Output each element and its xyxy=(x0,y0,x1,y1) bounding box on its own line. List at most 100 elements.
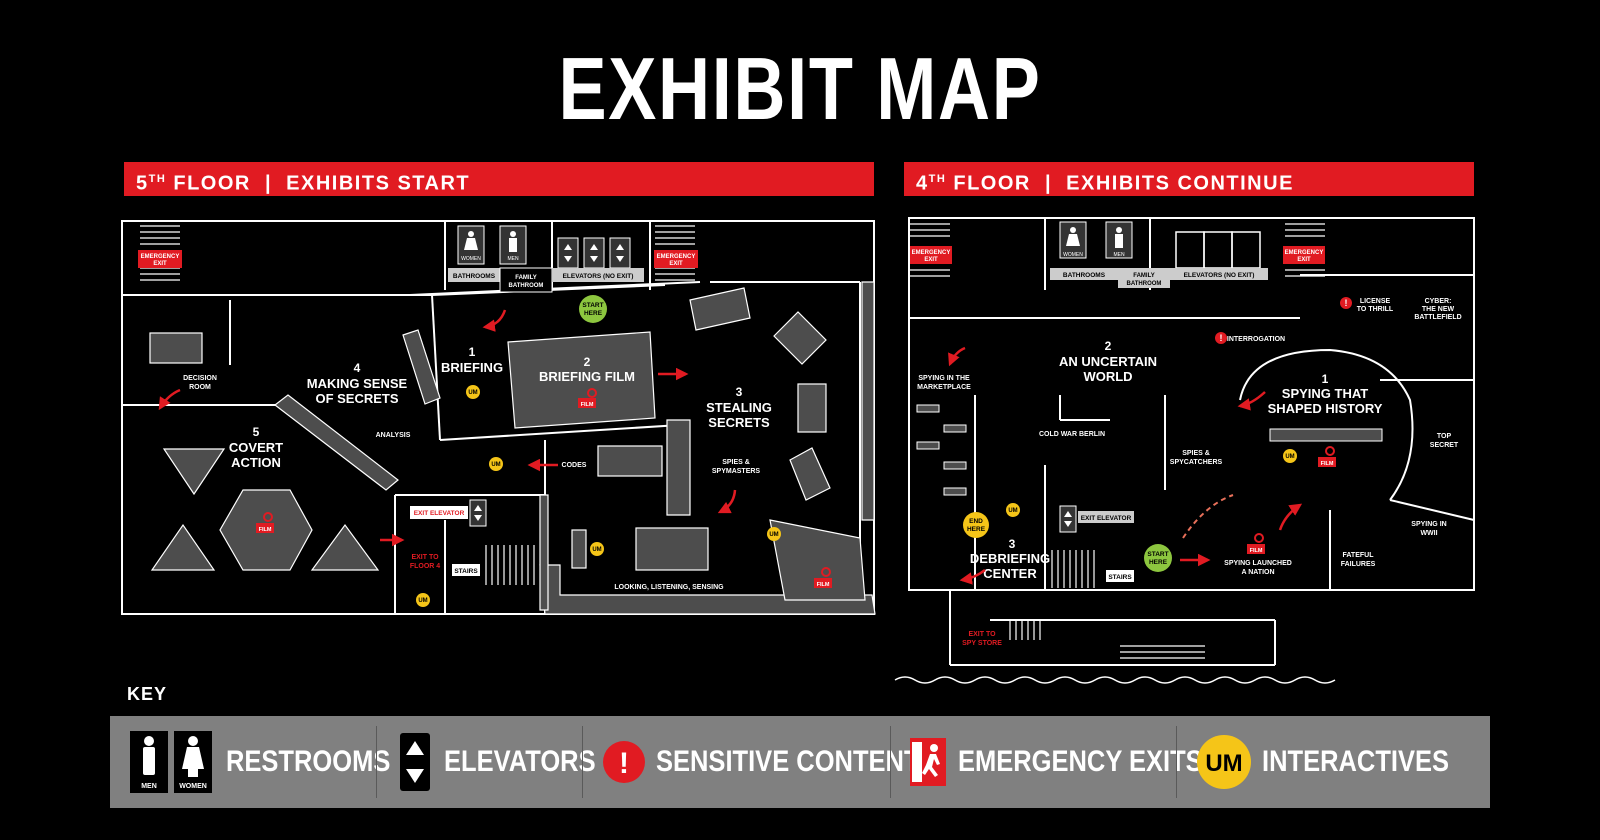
key-restrooms-label: RESTROOMS xyxy=(226,745,391,778)
floor4-um-2: UM xyxy=(1285,454,1294,460)
floor5-emergency-label-1: EMERGENCY xyxy=(141,254,180,260)
label-marketplace-1: SPYING IN THE xyxy=(918,375,970,382)
interactive-icon xyxy=(416,593,430,607)
floor5-um-3: UM xyxy=(592,547,601,553)
floor4-exit-elevator xyxy=(1078,511,1134,523)
floor5-emergency-label-4: EXIT xyxy=(669,261,683,267)
key-men-label: MEN xyxy=(141,783,157,790)
label-fateful-2: FAILURES xyxy=(1341,561,1376,568)
key-um: UM xyxy=(1205,750,1242,777)
floor4-start-label-2: HERE xyxy=(1149,559,1168,566)
key-excl: ! xyxy=(619,747,629,780)
floor4-men-label: MEN xyxy=(1113,252,1125,258)
key-emergency: EMERGENCY EXITS xyxy=(910,716,1246,808)
floor4-stairs-label: STAIRS xyxy=(1108,574,1132,581)
room-briefing-film: BRIEFING FILM xyxy=(539,369,635,384)
emergency-exit-icon xyxy=(910,738,946,786)
label-store-2: SPY STORE xyxy=(962,640,1002,647)
film-icon: FILM xyxy=(578,388,597,408)
key-elevators-label: ELEVATORS xyxy=(444,745,596,778)
key-divider xyxy=(376,726,377,798)
key-divider xyxy=(1176,726,1177,798)
floor4-film-label-1: FILM xyxy=(1321,461,1334,467)
man-icon xyxy=(144,736,154,746)
key-sensitive: ! SENSITIVE CONTENT xyxy=(602,716,966,808)
room-covert-num: 5 xyxy=(253,425,260,439)
floor4-stairs xyxy=(1106,570,1134,582)
room-debriefing-num: 3 xyxy=(1009,537,1016,551)
floor4-sensitive-1: ! xyxy=(1345,298,1348,308)
key-title: KEY xyxy=(127,684,168,704)
floor4-start-here-marker xyxy=(1144,544,1172,572)
room-debriefing-2: CENTER xyxy=(983,566,1037,581)
interactive-icon: UM xyxy=(1197,735,1251,789)
floor5-film-label-3: FILM xyxy=(817,582,830,588)
label-exit-floor-1: EXIT TO xyxy=(411,554,439,561)
floor5-map: WOMEN MEN BATHROOMS FAMILY BATHROOM ELEV… xyxy=(121,220,876,615)
label-spies-1: SPIES & xyxy=(722,459,750,466)
room-spying-1: SPYING THAT xyxy=(1282,386,1368,401)
floor4-elevators-label: ELEVATORS (NO EXIT) xyxy=(1184,272,1255,279)
room-covert-2: ACTION xyxy=(231,455,281,470)
floor4-emergency-label-3: EMERGENCY xyxy=(1285,250,1324,256)
floor4-emergency-label-1: EMERGENCY xyxy=(912,250,951,256)
label-store-1: EXIT TO xyxy=(968,631,996,638)
floor5-start-here-marker xyxy=(579,295,607,323)
room-stealing-2: SECRETS xyxy=(708,415,770,430)
floor4-film-label-2: FILM xyxy=(1250,548,1263,554)
key-divider xyxy=(582,726,583,798)
floor4-banner-num: 4 xyxy=(916,172,929,195)
floor5-exhibit-blocks xyxy=(149,281,876,615)
key-interactives: UM INTERACTIVES xyxy=(1196,716,1482,808)
floor4-banner-sup: TH xyxy=(928,173,947,185)
room-spying-2: SHAPED HISTORY xyxy=(1268,401,1383,416)
floor4-women-label: WOMEN xyxy=(1063,252,1083,258)
floor5-family-label-2: BATHROOM xyxy=(509,283,544,289)
key-elevators: ELEVATORS xyxy=(400,716,622,808)
label-license-2: TO THRILL xyxy=(1357,306,1394,313)
floor5-stairs-label: STAIRS xyxy=(454,568,478,575)
page-title: EXHIBIT MAP xyxy=(558,39,1042,138)
room-debriefing-1: DEBRIEFING xyxy=(970,551,1050,566)
interactive-icon xyxy=(1006,503,1020,517)
label-exit-floor-2: FLOOR 4 xyxy=(410,563,440,570)
floor4-emergency-label-2: EXIT xyxy=(924,257,938,263)
key-interactives-label: INTERACTIVES xyxy=(1262,745,1450,778)
label-spies-2: SPYMASTERS xyxy=(712,468,761,475)
floor5-exit-elevator xyxy=(410,506,468,519)
floor5-banner: 5TH FLOOR | EXHIBITS START xyxy=(124,162,874,196)
floor4-exhibit-blocks xyxy=(916,404,1383,496)
label-top-secret-1: TOP xyxy=(1437,433,1452,440)
label-decision-1: DECISION xyxy=(183,375,217,382)
floor4-banner: 4TH FLOOR | EXHIBITS CONTINUE xyxy=(904,162,1474,196)
label-wwii-1: SPYING IN xyxy=(1411,521,1446,528)
floor5-banner-num: 5 xyxy=(136,172,149,195)
floor4-end-label-2: HERE xyxy=(967,526,986,533)
elevator-icon xyxy=(400,733,430,791)
floor4-banner-text: FLOOR | EXHIBITS CONTINUE xyxy=(946,172,1294,195)
floor4-family-label-1: FAMILY xyxy=(1133,273,1154,279)
film-icon: FILM xyxy=(256,512,274,533)
floor5-um-2: UM xyxy=(491,462,500,468)
room-covert-1: COVERT xyxy=(229,440,283,455)
floor4-emergency-label-4: EXIT xyxy=(1297,257,1311,263)
restroom-icons: MEN WOMEN xyxy=(130,731,212,793)
interactive-icon xyxy=(489,457,503,471)
floor4-family-label-2: BATHROOM xyxy=(1127,281,1162,287)
room-making-2: OF SECRETS xyxy=(315,391,398,406)
label-marketplace-2: MARKETPLACE xyxy=(917,384,971,391)
floor5-emergency-label-2: EXIT xyxy=(153,261,167,267)
floor5-um-5: UM xyxy=(418,598,427,604)
floor5-elevator-bank xyxy=(557,237,631,269)
floor5-banner-sup: TH xyxy=(148,173,167,185)
label-launched-1: SPYING LAUNCHED xyxy=(1224,560,1292,567)
interactive-icon xyxy=(590,542,604,556)
floor5-banner-text: FLOOR | EXHIBITS START xyxy=(166,172,471,195)
key-divider xyxy=(890,726,891,798)
floor4-boundary-wave xyxy=(894,676,1336,684)
floor4-bathrooms-label: BATHROOMS xyxy=(1063,272,1106,279)
floor4-emergency-exit-right: EMERGENCY EXIT xyxy=(1283,246,1325,264)
room-uncertain-1: AN UNCERTAIN xyxy=(1059,354,1157,369)
room-briefing-film-num: 2 xyxy=(584,355,591,369)
floor4-um-1: UM xyxy=(1008,508,1017,514)
